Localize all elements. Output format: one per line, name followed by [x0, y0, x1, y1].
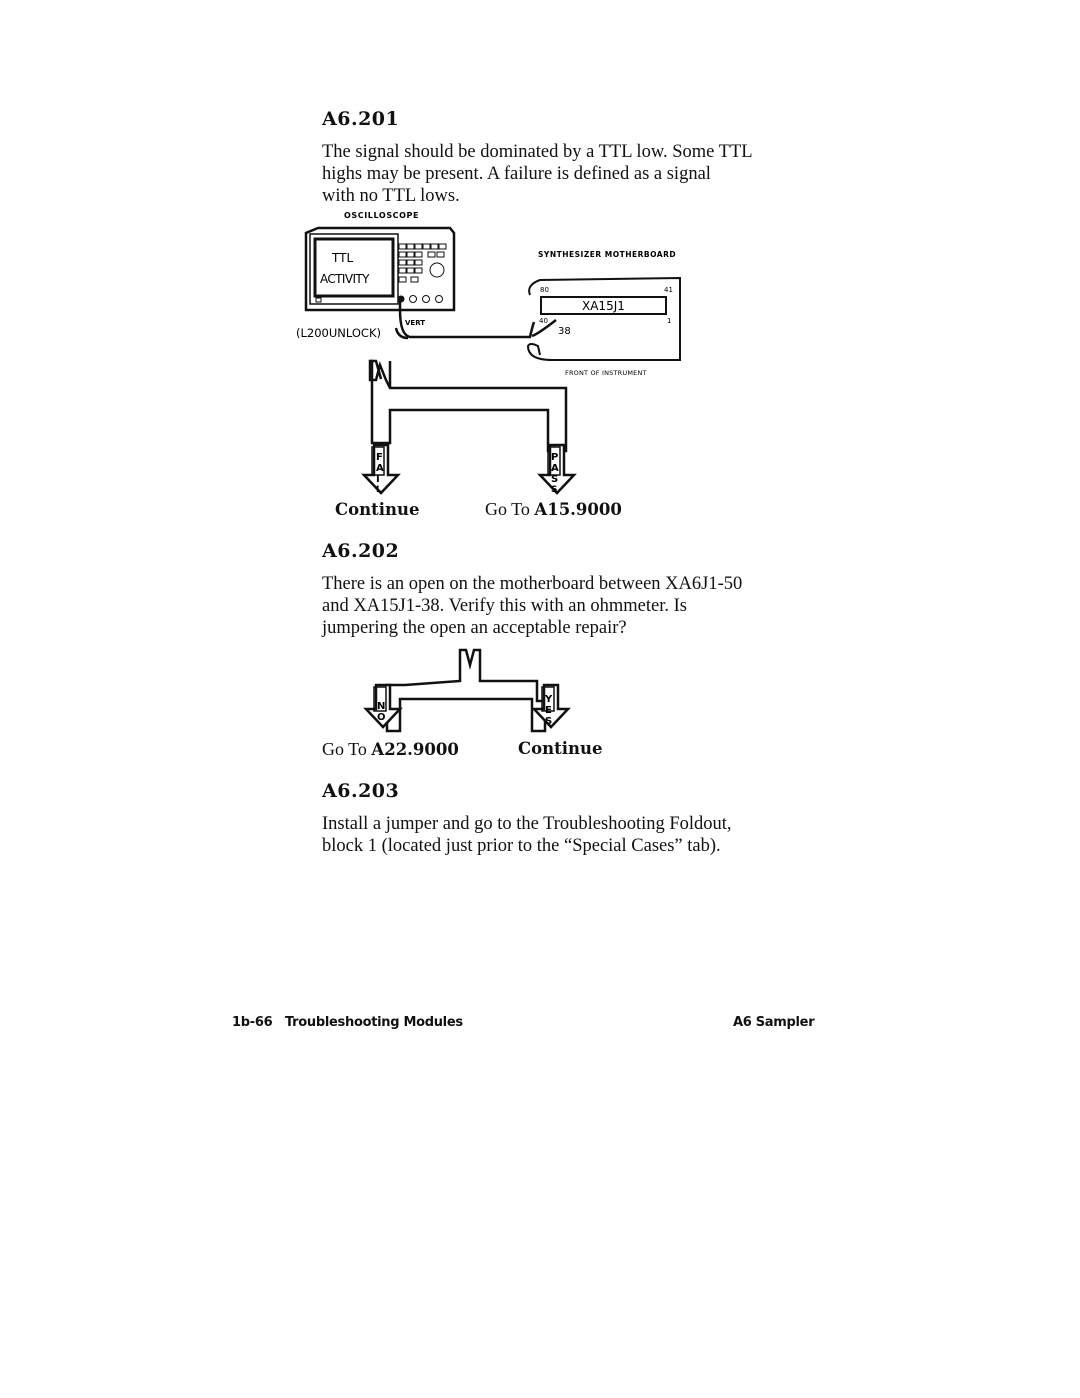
pin-1: 1 — [667, 317, 671, 325]
paragraph-line: highs may be present. A failure is defin… — [322, 164, 711, 184]
pin-40: 40 — [539, 317, 548, 325]
connector-xa15j1 — [540, 296, 667, 315]
screen-text-ttl: TTL — [331, 251, 353, 265]
paragraph-line: block 1 (located just prior to the “Spec… — [322, 836, 721, 856]
no-letter: N — [377, 701, 385, 712]
paragraph-line: Install a jumper and go to the Troublesh… — [322, 814, 732, 834]
yes-continue-label: Continue — [518, 739, 603, 758]
probe-cable — [398, 301, 536, 339]
pin-80: 80 — [540, 286, 549, 294]
no-arrow-icon — [363, 683, 403, 729]
pass-arrow-icon — [537, 443, 577, 495]
footer-left: 1b-66 Troubleshooting Modules — [232, 1015, 463, 1030]
paragraph-line: and XA15J1-38. Verify this with an ohmme… — [322, 596, 687, 616]
board-label: SYNTHESIZER MOTHERBOARD — [538, 250, 676, 259]
goto-prefix: Go To — [322, 739, 367, 759]
no-goto-label: Go To A22.9000 — [322, 739, 459, 760]
paragraph-a6-201: The signal should be dominated by a TTL … — [322, 141, 812, 207]
pass-letter: S — [551, 474, 558, 485]
pass-letter: P — [551, 452, 558, 463]
pin-41: 41 — [664, 286, 673, 294]
paragraph-line: The signal should be dominated by a TTL … — [322, 142, 753, 162]
pass-letter: A — [551, 463, 559, 474]
paragraph-a6-202: There is an open on the motherboard betw… — [322, 573, 812, 639]
fail-letter: L — [376, 485, 382, 495]
heading-a6-202: A6.202 — [322, 540, 400, 562]
yes-letter: Y — [544, 694, 553, 705]
fail-letter: A — [376, 463, 384, 474]
vert-label: VERT — [405, 319, 425, 327]
screen-text-activity: ACTIVITY — [320, 272, 370, 286]
test-setup-diagram: OSCILLOSCOPE TTL ACTIVITY (L200UNLOCK) V… — [296, 211, 681, 377]
paragraph-a6-203: Install a jumper and go to the Troublesh… — [322, 813, 812, 857]
fail-continue-label: Continue — [335, 500, 420, 519]
footer-right: A6 Sampler — [733, 1015, 815, 1030]
oscilloscope-icon — [304, 226, 456, 312]
oscilloscope-label: OSCILLOSCOPE — [344, 211, 419, 220]
heading-a6-201: A6.201 — [322, 108, 400, 130]
heading-a6-203: A6.203 — [322, 780, 400, 802]
fail-letter: F — [376, 452, 383, 463]
goto-target: A15.9000 — [534, 500, 622, 519]
yes-arrow-icon — [531, 683, 571, 729]
goto-target: A22.9000 — [371, 740, 459, 759]
fail-letter: I — [376, 474, 380, 485]
paragraph-line: jumpering the open an acceptable repair? — [322, 618, 627, 638]
front-of-instrument-label: FRONT OF INSTRUMENT — [565, 369, 647, 377]
pin-38: 38 — [558, 326, 571, 337]
probe-label: (L200UNLOCK) — [296, 326, 381, 340]
page-number: 1b-66 — [232, 1015, 273, 1030]
yes-letter: E — [545, 705, 552, 716]
paragraph-line: There is an open on the motherboard betw… — [322, 574, 743, 594]
fail-arrow-icon — [361, 443, 401, 495]
connector-label: XA15J1 — [582, 299, 625, 313]
goto-prefix: Go To — [485, 499, 530, 519]
motherboard-outline — [526, 276, 681, 361]
chapter-title: Troubleshooting Modules — [285, 1015, 463, 1030]
yes-letter: S — [545, 716, 552, 727]
probe-hook-icon — [394, 327, 409, 340]
no-letter: O — [377, 712, 386, 723]
probe-tip — [531, 319, 557, 338]
pass-fail-branch: F A I L P A S S — [361, 359, 577, 495]
yes-no-branch: N O Y E S — [363, 648, 571, 733]
pass-goto-label: Go To A15.9000 — [485, 499, 622, 520]
paragraph-line: with no TTL lows. — [322, 186, 460, 206]
pass-letter: S — [551, 485, 557, 495]
